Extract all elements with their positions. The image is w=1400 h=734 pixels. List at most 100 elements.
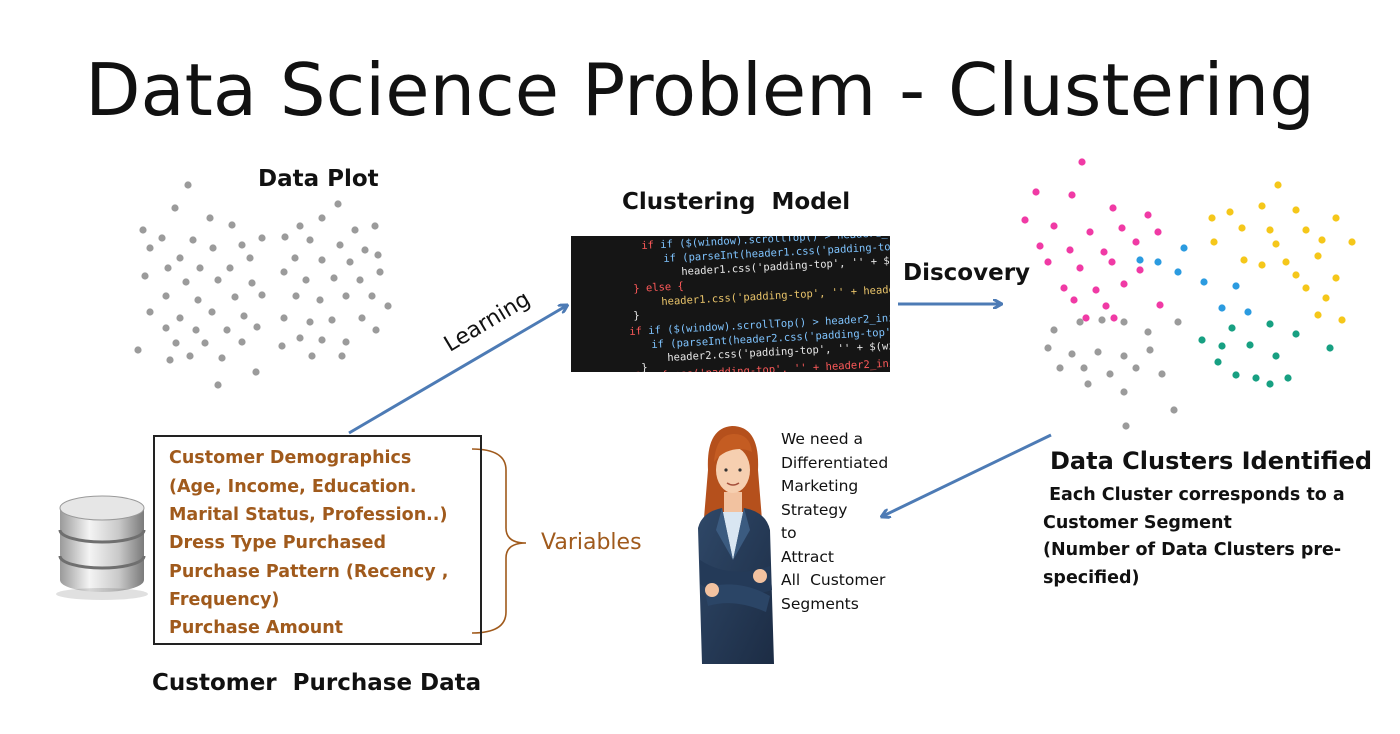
cluster-dot (1084, 380, 1092, 388)
plot-dot (368, 292, 376, 300)
speech-line-2: Differentiated (781, 453, 889, 472)
variables-brace (471, 448, 527, 634)
cluster-dot (1120, 318, 1128, 326)
cluster-dot (1180, 244, 1188, 252)
cluster-dot (1021, 216, 1029, 224)
cluster-dot (1240, 256, 1248, 264)
cluster-dot (1070, 296, 1078, 304)
plot-dot (280, 268, 288, 276)
plot-dot (374, 251, 382, 259)
plot-dot (291, 254, 299, 262)
plot-dot (342, 338, 350, 346)
clusters-title: Data Clusters Identified (1050, 447, 1372, 475)
plot-dot (316, 296, 324, 304)
plot-dot (351, 226, 359, 234)
plot-dot (223, 326, 231, 334)
page-title: Data Science Problem - Clustering (85, 48, 1315, 132)
clustering-model-label: Clustering Model (622, 189, 851, 215)
plot-dot (146, 308, 154, 316)
cluster-dot (1266, 320, 1274, 328)
cluster-dot (1050, 222, 1058, 230)
cluster-dot (1228, 324, 1236, 332)
cluster-dot (1282, 258, 1290, 266)
cluster-dot (1252, 374, 1260, 382)
plot-dot (201, 339, 209, 347)
plot-dot (308, 352, 316, 360)
cluster-dot (1108, 258, 1116, 266)
cluster-dot (1272, 240, 1280, 248)
plot-dot (358, 314, 366, 322)
plot-dot (306, 318, 314, 326)
plot-dot (164, 264, 172, 272)
plot-dot (166, 356, 174, 364)
cluster-dot (1132, 364, 1140, 372)
cluster-dot (1120, 280, 1128, 288)
plot-dot (338, 352, 346, 360)
cluster-dot (1154, 258, 1162, 266)
plot-dot (192, 326, 200, 334)
plot-dot (214, 276, 222, 284)
cluster-dot (1146, 346, 1154, 354)
cluster-dot (1348, 238, 1356, 246)
plot-dot (134, 346, 142, 354)
cluster-dot (1086, 228, 1094, 236)
plot-dot (186, 352, 194, 360)
cluster-dot (1122, 422, 1130, 430)
cluster-dot (1144, 211, 1152, 219)
cluster-dot (1132, 238, 1140, 246)
plot-dot (318, 336, 326, 344)
cluster-dot (1036, 242, 1044, 250)
cluster-dot (1232, 282, 1240, 290)
database-icon (56, 495, 148, 600)
plot-dot (176, 254, 184, 262)
cluster-dot (1068, 191, 1076, 199)
plot-dot (176, 314, 184, 322)
plot-dot (172, 339, 180, 347)
plot-dot (240, 312, 248, 320)
variable-line-5: Purchase Pattern (Recency , (169, 562, 449, 582)
cluster-dot (1284, 374, 1292, 382)
customer-purchase-data-label: Customer Purchase Data (152, 670, 482, 696)
variable-line-3: Marital Status, Profession..) (169, 505, 448, 525)
cluster-dot (1094, 348, 1102, 356)
code-line-6: } (633, 309, 640, 322)
clusters-desc-line-2: Customer Segment (1043, 512, 1232, 533)
plot-dot (238, 241, 246, 249)
discovery-label: Discovery (903, 260, 1031, 286)
cluster-dot (1266, 380, 1274, 388)
plot-dot (238, 338, 246, 346)
plot-dot (384, 302, 392, 310)
plot-dot (278, 342, 286, 350)
cluster-dot (1068, 350, 1076, 358)
plot-dot (246, 254, 254, 262)
clusters-scatter (1021, 158, 1356, 430)
cluster-dot (1272, 352, 1280, 360)
cluster-dot (1060, 284, 1068, 292)
plot-dot (158, 234, 166, 242)
plot-dot (280, 314, 288, 322)
plot-dot (139, 226, 147, 234)
code-screenshot: if if ($(window).scrollTop() > header1_i… (571, 236, 890, 372)
cluster-dot (1156, 301, 1164, 309)
variable-line-7: Purchase Amount (169, 618, 344, 638)
cluster-dot (1044, 344, 1052, 352)
plot-dot (318, 214, 326, 222)
clusters-desc-line-4: specified) (1043, 567, 1140, 588)
code-line-4: } else { (633, 280, 685, 295)
cluster-dot (1174, 318, 1182, 326)
plot-dot (258, 291, 266, 299)
clusters-description: Each Cluster corresponds to a Customer S… (1043, 482, 1345, 592)
cluster-dot (1200, 278, 1208, 286)
plot-dot (336, 241, 344, 249)
code-line-5: header1.css('padding-top', '' + header1_… (661, 278, 890, 308)
cluster-dot (1120, 352, 1128, 360)
cluster-dot (1158, 370, 1166, 378)
plot-dot (296, 222, 304, 230)
plot-dot (231, 293, 239, 301)
cluster-dot (1292, 206, 1300, 214)
clusters-desc-line-1: Each Cluster corresponds to a (1043, 485, 1345, 505)
cluster-dot (1338, 316, 1346, 324)
plot-dot (334, 200, 342, 208)
cluster-dot (1136, 256, 1144, 264)
cluster-dot (1109, 204, 1117, 212)
